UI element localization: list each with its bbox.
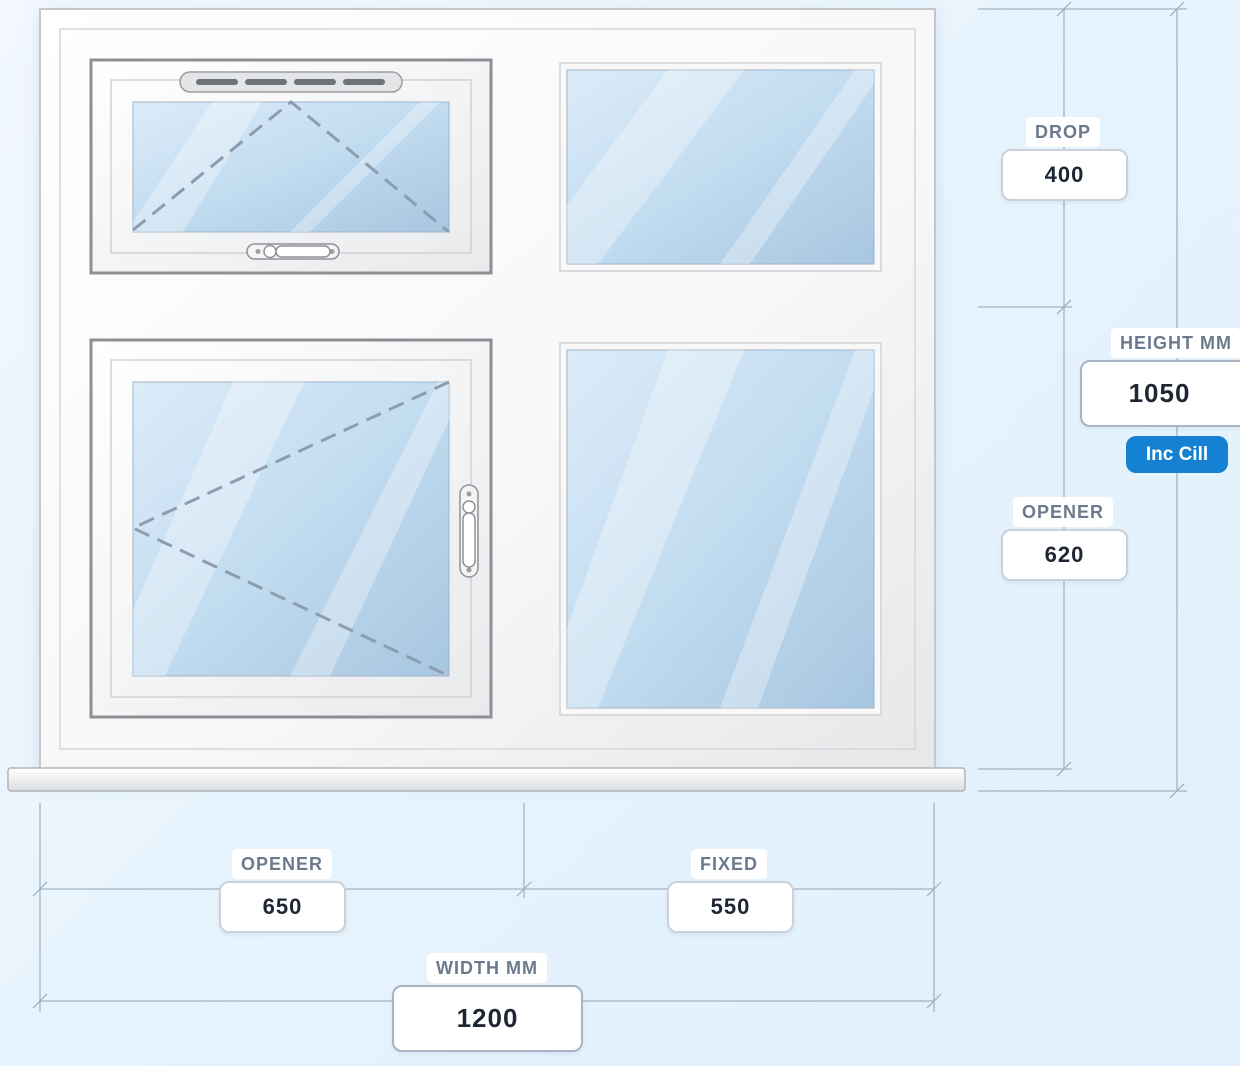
top-opener-sash <box>89 58 493 275</box>
window-handle-icon <box>459 484 479 578</box>
opener-width-value-field[interactable]: 650 <box>219 881 346 933</box>
top-fixed-pane <box>559 62 882 272</box>
fixed-width-value-field[interactable]: 550 <box>667 881 794 933</box>
inc-cill-badge: Inc Cill <box>1126 436 1228 473</box>
opener-width-label: OPENER <box>231 849 333 879</box>
width-label: WIDTH MM <box>427 953 547 983</box>
height-label: HEIGHT MM <box>1111 328 1240 358</box>
width-value-field[interactable]: 1200 <box>392 985 583 1052</box>
bottom-fixed-pane <box>559 342 882 716</box>
drop-value-field[interactable]: 400 <box>1001 149 1128 201</box>
window-handle-icon <box>246 243 340 260</box>
opener-height-value-field[interactable]: 620 <box>1001 529 1128 581</box>
drop-label: DROP <box>1025 117 1101 147</box>
window-cill <box>7 767 966 792</box>
trickle-vent-icon <box>179 71 403 93</box>
side-hung-opening-indicator <box>129 380 450 678</box>
top-hung-opening-indicator <box>132 100 450 234</box>
height-value-field[interactable]: 1050 <box>1080 360 1240 427</box>
opener-height-label: OPENER <box>1012 497 1114 527</box>
fixed-width-label: FIXED <box>690 849 768 879</box>
side-opener-sash <box>89 338 493 719</box>
